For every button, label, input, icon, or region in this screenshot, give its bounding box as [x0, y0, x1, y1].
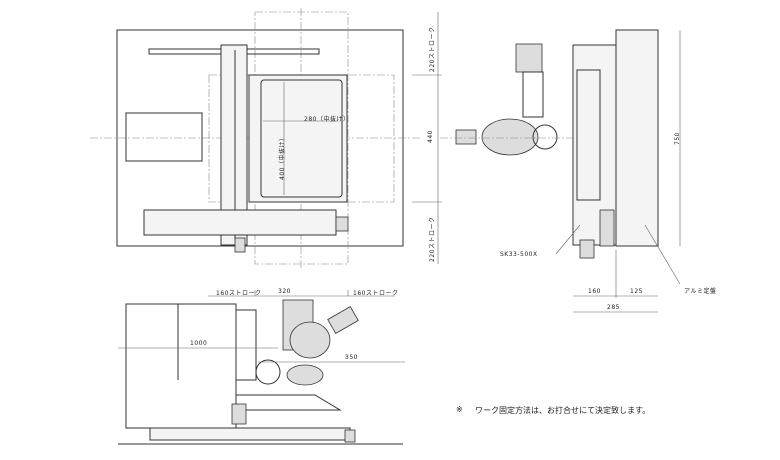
side-view	[440, 29, 681, 313]
note-mark: ※	[456, 405, 463, 414]
dim-1000: 1000	[190, 340, 208, 347]
model-label: SK33-500X	[500, 251, 538, 258]
dim-320: 320	[278, 288, 291, 295]
dim-stroke-x-right: 160ストローク	[353, 290, 399, 297]
base-label: アルミ定盤	[684, 288, 717, 295]
dim-inner-height: 400（中抜け）	[279, 134, 286, 180]
dim-750: 750	[674, 132, 681, 145]
dim-125: 125	[630, 288, 643, 295]
dim-160: 160	[588, 288, 601, 295]
dim-stroke-x-left: 160ストローク	[216, 290, 262, 297]
dim-stroke-y-bottom: 220ストローク	[429, 216, 436, 262]
dim-285: 285	[607, 304, 620, 311]
note-text: ワーク固定方法は、お打合せにて決定致します。	[475, 406, 651, 415]
dim-440: 440	[427, 130, 434, 143]
dim-stroke-y-top: 220ストローク	[429, 26, 436, 72]
dim-350: 350	[345, 354, 358, 361]
dim-inner-width: 280（中抜け）	[304, 116, 350, 123]
top-view	[90, 8, 442, 297]
front-view	[118, 299, 405, 445]
